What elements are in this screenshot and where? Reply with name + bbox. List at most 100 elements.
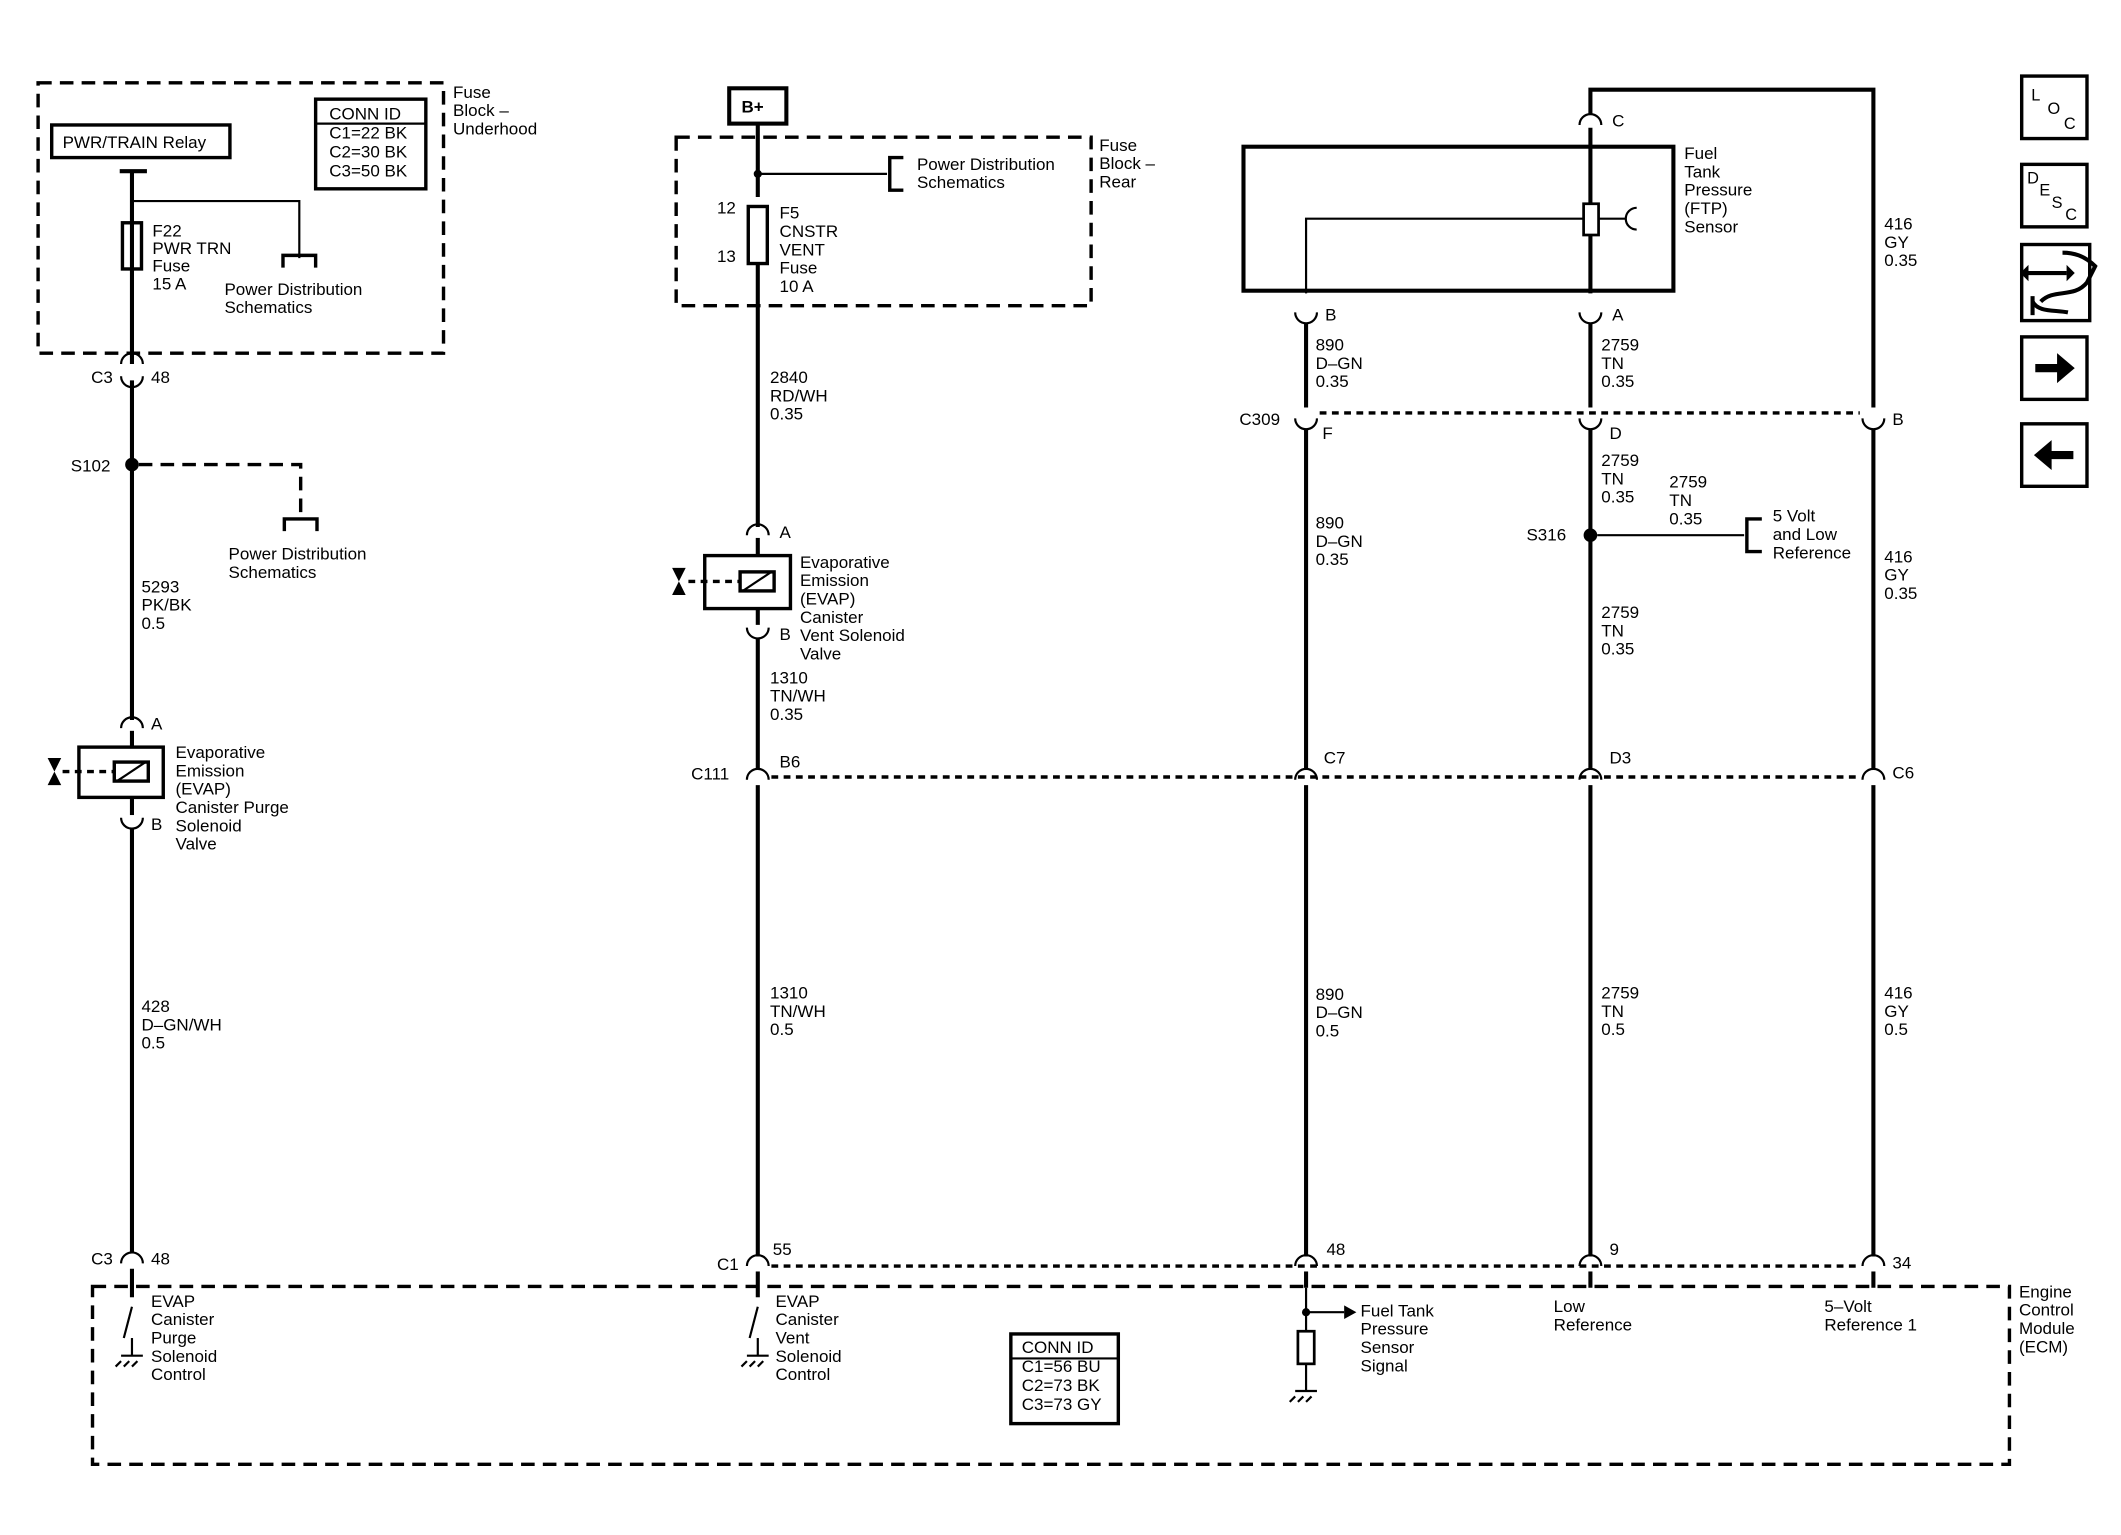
label-line: TN	[1601, 1002, 1624, 1021]
label-line: Control	[151, 1365, 206, 1384]
label-line: Pressure	[1360, 1320, 1428, 1339]
connector-c3-top: C3	[91, 368, 113, 387]
label-line: 416	[1884, 215, 1912, 234]
label-line: C1=22 BK	[329, 124, 408, 143]
previous-page-icon[interactable]	[2019, 422, 2089, 489]
location-button[interactable]: L O C	[2019, 74, 2089, 141]
connector-c309-f: F	[1322, 424, 1332, 443]
fuse-f5-pin-13: 13	[717, 247, 736, 266]
label-line: Evaporative	[176, 743, 266, 762]
connector-c111: C111	[691, 765, 729, 784]
battery-positive-label: B+	[741, 98, 763, 117]
label-line: TN	[1601, 621, 1624, 640]
purge-pin-b: B	[151, 815, 162, 834]
fuse-block-rear-box	[674, 135, 1093, 308]
fuse-block-underhood-box	[36, 81, 446, 355]
label-line: Valve	[176, 835, 217, 854]
label-line: 0.35	[1601, 488, 1634, 507]
connector-c111-c7: C7	[1324, 748, 1346, 767]
label-line: Reference	[1554, 1316, 1632, 1335]
label-line: 15 A	[152, 274, 187, 293]
connector-c1-48: 48	[1326, 1240, 1345, 1259]
related-circuits-icon[interactable]	[2019, 242, 2098, 323]
label-line: Solenoid	[775, 1347, 841, 1366]
next-page-icon[interactable]	[2019, 335, 2089, 402]
ftp-sensor-box	[1241, 144, 1676, 293]
label-line: Canister	[775, 1310, 839, 1329]
label-line: Fuse	[453, 83, 491, 102]
label-line: C2=30 BK	[329, 143, 408, 162]
vent-pin-a: A	[780, 523, 792, 542]
label-line: Emission	[800, 571, 869, 590]
label-line: GY	[1884, 1002, 1909, 1021]
label-line: Tank	[1684, 162, 1720, 181]
label-line: 890	[1316, 985, 1344, 1004]
desc-letter-s: S	[2052, 194, 2063, 212]
label-line: Block –	[453, 101, 509, 120]
label-line: Block –	[1099, 154, 1155, 173]
label-line: TN	[1601, 354, 1624, 373]
fuse-f5-pin-12: 12	[717, 198, 736, 217]
label-line: CONN ID	[329, 105, 401, 124]
connector-c309: C309	[1239, 410, 1280, 429]
fuse-f5	[746, 204, 770, 266]
label-line: Underhood	[453, 119, 537, 138]
label-line: GY	[1884, 233, 1909, 252]
label-line: TN/WH	[770, 1002, 826, 1021]
connector-c1: C1	[717, 1255, 739, 1274]
loc-letter-o: O	[2048, 100, 2061, 118]
label-line: TN	[1601, 469, 1624, 488]
label-line: (ECM)	[2019, 1337, 2068, 1356]
connector-c309-d: D	[1609, 424, 1621, 443]
label-line: EVAP	[151, 1292, 195, 1311]
connector-c111-d3: D3	[1609, 748, 1631, 767]
label-line: 0.5	[770, 1020, 794, 1039]
label-line: Power Distribution	[917, 155, 1055, 174]
connector-c3-bottom: C3	[91, 1250, 113, 1269]
label-line: (EVAP)	[800, 590, 855, 609]
label-line: 0.35	[1884, 251, 1917, 270]
label-line: C1=56 BU	[1022, 1357, 1101, 1376]
label-line: (EVAP)	[176, 780, 231, 799]
label-line: VENT	[780, 240, 825, 259]
label-line: PK/BK	[141, 596, 192, 615]
label-line: Vent Solenoid	[800, 626, 905, 645]
label-line: D–GN/WH	[141, 1015, 221, 1034]
label-line: Power Distribution	[229, 545, 367, 564]
label-line: 0.35	[1601, 372, 1634, 391]
label-line: Power Distribution	[224, 280, 362, 299]
label-line: Schematics	[224, 298, 312, 317]
splice-s102-label: S102	[71, 456, 111, 475]
connector-c3-top-pin: 48	[151, 368, 170, 387]
connector-c111-c6: C6	[1892, 763, 1914, 782]
label-line: C3=73 GY	[1022, 1395, 1102, 1414]
description-button[interactable]: D E S C	[2019, 162, 2089, 229]
connector-c1-9: 9	[1609, 1240, 1618, 1259]
label-line: 428	[141, 997, 169, 1016]
label-line: Sensor	[1684, 217, 1738, 236]
pwr-train-relay-label: PWR/TRAIN Relay	[63, 133, 207, 152]
vent-pin-b: B	[780, 625, 791, 644]
label-line: C3=50 BK	[329, 162, 408, 181]
label-line: 0.5	[1316, 1021, 1340, 1040]
label-line: Signal	[1360, 1356, 1407, 1375]
label-line: 5–Volt	[1824, 1297, 1872, 1316]
connector-c111-b6: B6	[780, 753, 801, 772]
label-line: 0.5	[141, 614, 165, 633]
